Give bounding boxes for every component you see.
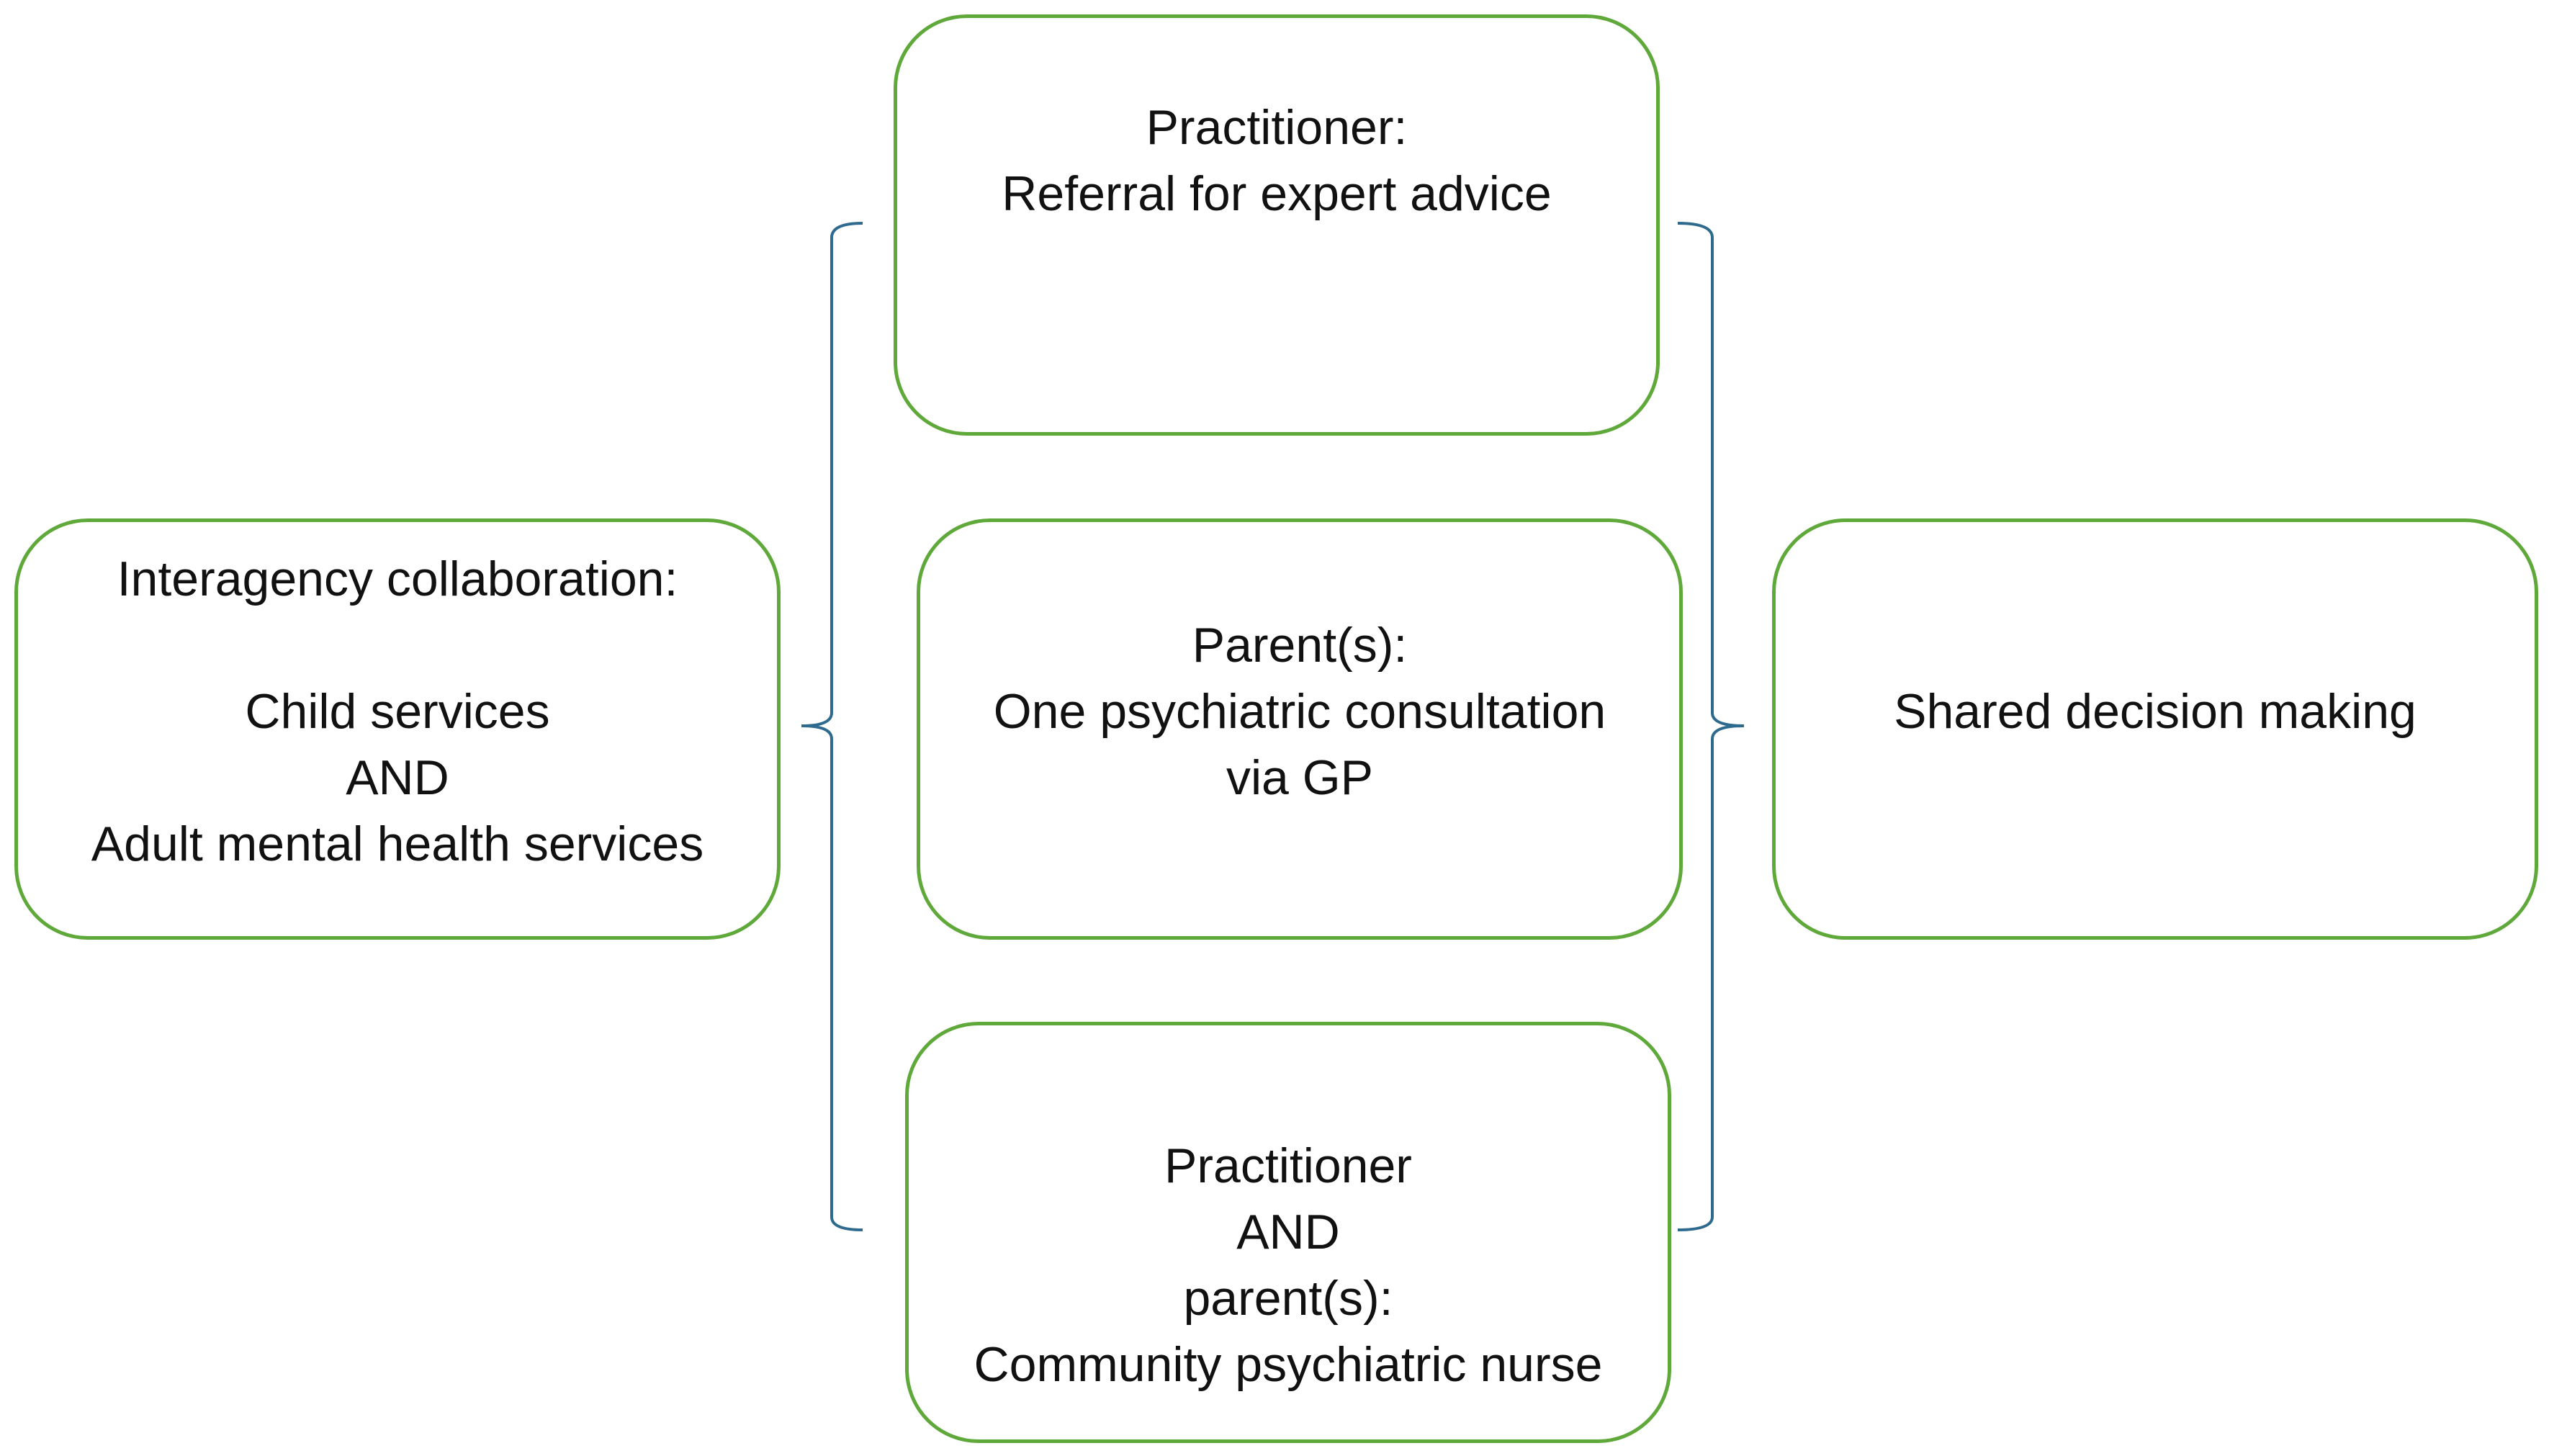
parent-consultation-line-1: Parent(s):	[1192, 617, 1408, 673]
interagency-line-1: Interagency collaboration:	[117, 551, 678, 606]
practitioner-parent-line-3: parent(s):	[1183, 1270, 1393, 1326]
parent-consultation-line-3: via GP	[1226, 750, 1374, 805]
parent-consultation-line-2: One psychiatric consultation	[993, 683, 1606, 739]
practitioner-parent-line-4: Community psychiatric nurse	[974, 1336, 1603, 1392]
shared-decision-making-box: Shared decision making	[1772, 518, 2538, 940]
interagency-collaboration-box: Interagency collaboration: Child service…	[14, 518, 781, 940]
interagency-line-4: AND	[346, 750, 449, 805]
interagency-line-5: Adult mental health services	[91, 816, 704, 871]
practitioner-referral-line-2: Referral for expert advice	[1002, 166, 1552, 221]
interagency-line-3: Child services	[245, 683, 550, 739]
practitioner-referral-box: Practitioner: Referral for expert advice	[894, 14, 1660, 436]
shared-decision-line-1: Shared decision making	[1894, 683, 2417, 739]
practitioner-parent-box: Practitioner AND parent(s): Community ps…	[905, 1022, 1671, 1443]
left-brace	[801, 222, 863, 1231]
parent-consultation-box: Parent(s): One psychiatric consultation …	[917, 518, 1683, 940]
practitioner-parent-line-1: Practitioner	[1164, 1138, 1412, 1193]
practitioner-referral-line-1: Practitioner:	[1146, 99, 1408, 155]
right-brace	[1677, 222, 1745, 1231]
practitioner-parent-line-2: AND	[1236, 1204, 1340, 1259]
